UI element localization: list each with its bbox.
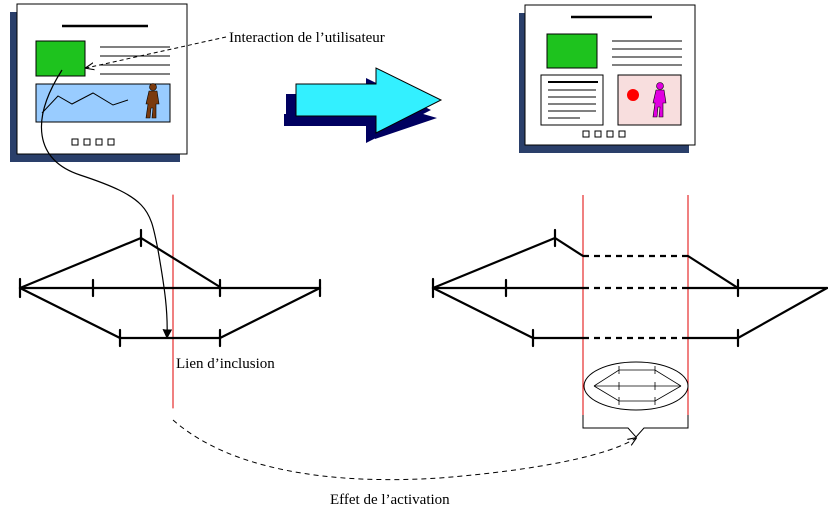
subgraph-bracket <box>582 415 689 438</box>
left-document-page <box>16 3 188 155</box>
red-dot-icon <box>627 89 639 101</box>
left-mountain-outline <box>41 92 129 114</box>
hiker-icon <box>145 83 160 119</box>
left-document <box>10 3 188 162</box>
interaction-label: Interaction de l’utilisateur <box>229 30 385 46</box>
nested-subgraph <box>583 361 689 411</box>
dashed-links <box>583 254 688 340</box>
activation-curve-arrow <box>172 419 636 481</box>
left-media-block[interactable] <box>35 40 86 77</box>
right-text-panel-lines <box>548 81 598 119</box>
left-text-lines <box>100 46 170 75</box>
transition-arrow-icon <box>284 67 443 143</box>
left-page-indicators <box>71 138 115 146</box>
right-graph <box>431 195 828 438</box>
inclusion-curve-arrow <box>41 69 173 339</box>
inclusion-label: Lien d’inclusion <box>176 356 275 372</box>
right-text-panel <box>540 74 604 126</box>
interaction-pointer-arrow <box>86 36 227 68</box>
right-text-lines <box>612 40 682 66</box>
right-page-indicators <box>582 130 626 138</box>
hiker-icon <box>652 82 667 118</box>
right-media-block <box>546 33 598 69</box>
right-scene-panel <box>617 74 682 126</box>
activation-label: Effet de l’activation <box>330 492 450 508</box>
right-document <box>519 4 696 153</box>
left-graph <box>18 194 322 409</box>
